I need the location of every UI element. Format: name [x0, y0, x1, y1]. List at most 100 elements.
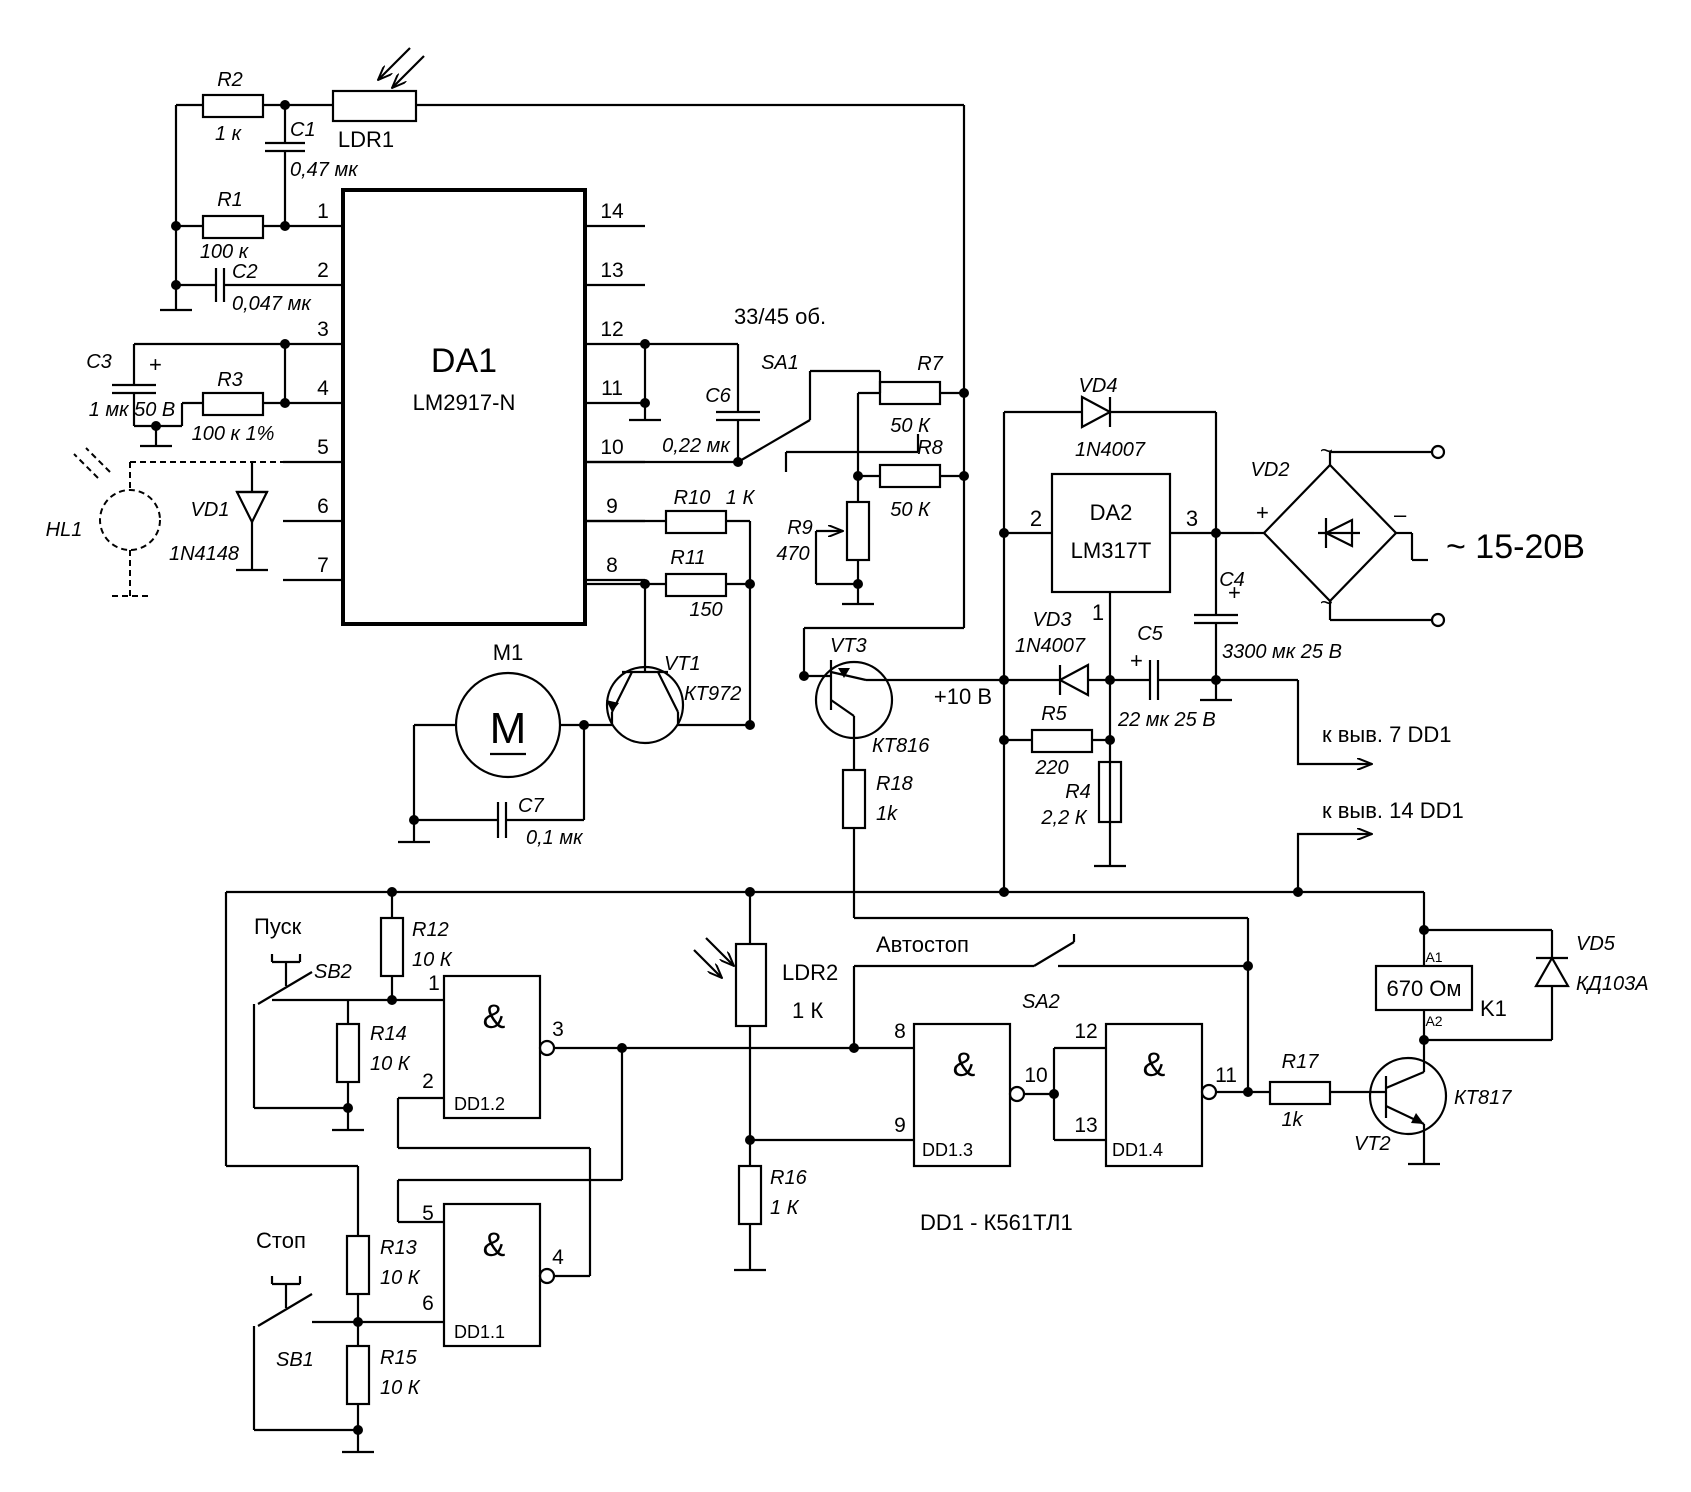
vd5-part: КД103А — [1576, 973, 1649, 995]
vd3-ref: VD3 — [1033, 609, 1072, 631]
r18-value: 1k — [876, 803, 898, 825]
dd14-pin-13: 13 — [1074, 1114, 1097, 1137]
sa1-switch[interactable] — [737, 419, 811, 463]
r4-ref: R4 — [1065, 781, 1091, 803]
motor-driver: R10 1 К R11 150 VT1 КТ972 M M1 — [398, 487, 755, 849]
r1-value: 100 к — [200, 241, 250, 263]
vd1-ref: VD1 — [191, 499, 230, 521]
vt3-part: КТ816 — [872, 735, 930, 757]
dd12-symbol: & — [483, 998, 506, 1036]
m1-symbol: M — [490, 704, 527, 753]
r12-value: 10 К — [412, 949, 453, 971]
r14-value: 10 К — [370, 1053, 411, 1075]
r17-resistor — [1268, 1080, 1332, 1106]
c5-plus: + — [1130, 648, 1143, 673]
c3-value: 1 мк 50 В — [89, 399, 176, 421]
to-pin14-label: к выв. 14 DD1 — [1322, 798, 1464, 823]
da1-pin-14: 14 — [600, 200, 624, 223]
da2-pin-adj: 1 — [1092, 600, 1104, 625]
dd14-ref: DD1.4 — [1112, 1140, 1163, 1160]
dd12-ref: DD1.2 — [454, 1094, 505, 1114]
r2-value: 1 к — [215, 123, 243, 145]
vt3-ref: VT3 — [830, 635, 867, 657]
vd4-diode — [1080, 395, 1113, 429]
dd13-pin-10: 10 — [1024, 1064, 1047, 1087]
r1-ref: R1 — [217, 189, 243, 211]
relay-driver: 670 Ом K1 A1 A2 VD5 КД103А КТ817 VT2 R17… — [1244, 925, 1649, 1166]
r7-value: 50 К — [890, 415, 931, 437]
vd3-diode — [1057, 663, 1090, 697]
vd4-ref: VD4 — [1079, 375, 1118, 397]
vd5-diode — [1534, 955, 1570, 988]
sb1-button[interactable] — [257, 1293, 313, 1327]
sa2-switch[interactable] — [1033, 941, 1075, 967]
da1-pin-1: 1 — [317, 200, 329, 223]
da1-pin-12: 12 — [600, 318, 623, 341]
r7-ref: R7 — [917, 353, 943, 375]
r4-value: 2,2 К — [1040, 807, 1087, 829]
da1-pin-4: 4 — [317, 377, 329, 400]
hl1-ref: HL1 — [46, 519, 83, 541]
r9-resistor — [845, 500, 871, 562]
sa2-ref: SA2 — [1022, 991, 1060, 1013]
r8-resistor — [878, 463, 942, 489]
sb2-button[interactable] — [257, 971, 313, 1005]
k1-a2: A2 — [1425, 1013, 1442, 1029]
da1-pin-5: 5 — [317, 436, 329, 459]
vt2-transistor — [1368, 1056, 1448, 1136]
ldr2-ref: LDR2 — [782, 960, 838, 985]
sa1-label: 33/45 об. — [734, 304, 826, 329]
da1-ref: DA1 — [431, 342, 497, 380]
vt3-stage: VT3 КТ816 R18 1k — [799, 635, 1250, 966]
vd1-diode — [235, 490, 269, 525]
vt1-ref: VT1 — [664, 653, 701, 675]
r8-value: 50 К — [890, 499, 931, 521]
da1-pin-6: 6 — [317, 495, 329, 518]
c2-value: 0,047 мк — [232, 293, 312, 315]
r3-value: 100 к 1% — [192, 423, 275, 445]
da2-regulator — [1050, 472, 1172, 594]
dd12-pin-1: 1 — [428, 972, 440, 995]
c3-r3-network: + C3 1 мк 50 В R3 100 к 1% — [86, 339, 290, 448]
r16-resistor — [737, 1164, 763, 1226]
r8-ref: R8 — [917, 437, 943, 459]
r11-ref: R11 — [670, 547, 705, 569]
r17-value: 1k — [1281, 1109, 1303, 1131]
r16-ref: R16 — [770, 1167, 808, 1189]
dd13-symbol: & — [953, 1046, 976, 1084]
r12-resistor — [379, 916, 405, 978]
logic-wiring: R12 10 К Пуск SB2 R14 10 К — [224, 887, 1253, 1454]
r15-resistor — [345, 1344, 371, 1406]
da2-pin-in: 2 — [1030, 506, 1042, 531]
da2-part: LM317T — [1071, 538, 1152, 563]
sb2-label: Пуск — [254, 914, 302, 939]
c4-value: 3300 мк 25 В — [1222, 641, 1342, 663]
hl1-led — [99, 489, 161, 551]
r1-resistor — [201, 214, 265, 240]
dd11-symbol: & — [483, 1226, 506, 1264]
sb2-ref: SB2 — [314, 961, 352, 983]
sb1-label: Стоп — [256, 1228, 306, 1253]
ac-terminal-1 — [1430, 444, 1446, 460]
c4-plus: + — [1228, 580, 1241, 605]
c7-value: 0,1 мк — [526, 827, 584, 849]
r13-resistor — [345, 1234, 371, 1296]
ldr2-resistor — [734, 942, 768, 1028]
r18-ref: R18 — [876, 773, 913, 795]
r14-resistor — [335, 1022, 361, 1084]
supply-input: ~ 15-20В — [1446, 528, 1585, 566]
ac-terminal-2 — [1430, 612, 1446, 628]
vt2-part: КТ817 — [1454, 1087, 1512, 1109]
sa1-ref: SA1 — [761, 352, 799, 374]
input-network: R2 1 к C1 0,47 мк LDR1 R1 100 к C2 0,047… — [160, 47, 964, 315]
k1-value: 670 Ом — [1386, 976, 1461, 1001]
c3-plus: + — [149, 352, 162, 377]
da1-pin-3: 3 — [317, 318, 329, 341]
dd11-pin-4: 4 — [552, 1246, 564, 1269]
dd11-pin-5: 5 — [422, 1202, 434, 1225]
da2-pin-out: 3 — [1186, 506, 1198, 531]
dd13-pin-8: 8 — [894, 1020, 906, 1043]
vd4-part: 1N4007 — [1075, 439, 1146, 461]
